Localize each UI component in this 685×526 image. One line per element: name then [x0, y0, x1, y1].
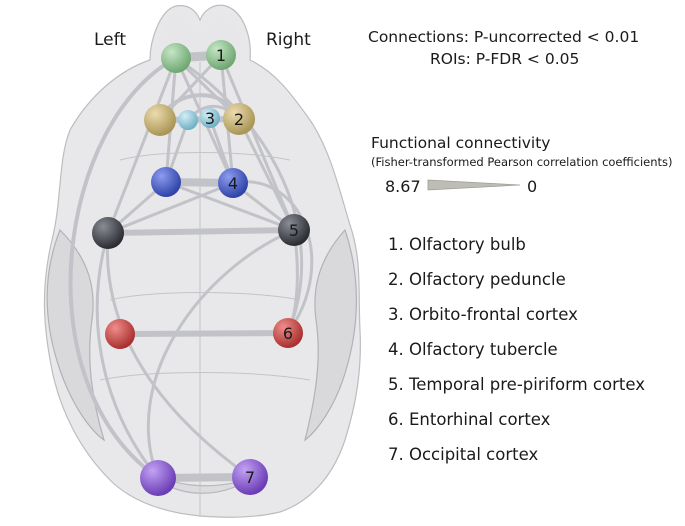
edge-1L-6R	[174, 56, 304, 335]
node-numbers: 1 2 3 4 5 6 7	[205, 46, 299, 487]
edge-4R-5L	[106, 181, 235, 235]
node-olfactory-tubercle-right	[218, 168, 248, 198]
legend-item-orbito-frontal-cortex: 3. Orbito-frontal cortex	[388, 305, 578, 324]
edge-5L-5R	[105, 227, 297, 236]
edge-1L-5L	[106, 56, 178, 235]
node-olfactory-bulb-left	[161, 43, 191, 73]
node-olfactory-bulb-right	[206, 40, 236, 70]
node-number-4: 4	[228, 174, 238, 193]
node-number-5: 5	[289, 221, 299, 240]
edge-1R-5R	[219, 53, 296, 232]
legend-item-entorhinal-cortex: 6. Entorhinal cortex	[388, 410, 551, 429]
node-number-2: 2	[234, 110, 244, 129]
edge-6L-6R	[117, 330, 291, 337]
edge-5L-7R	[105, 231, 252, 479]
node-olfactory-tubercle-left	[151, 167, 181, 197]
nodes	[92, 40, 310, 496]
node-orbito-frontal-right	[200, 108, 220, 128]
node-entorhinal-left	[105, 319, 135, 349]
colorbar-wedge	[427, 179, 521, 191]
connections-threshold: Connections: P-uncorrected < 0.01	[368, 28, 640, 46]
colorbar-title: Functional connectivity	[371, 134, 551, 152]
node-number-7: 7	[245, 468, 255, 487]
right-label: Right	[266, 30, 311, 50]
legend-item-olfactory-tubercle: 4. Olfactory tubercle	[388, 340, 558, 359]
node-olfactory-peduncle-left	[144, 104, 176, 136]
colorbar-max-label: 8.67	[385, 177, 421, 196]
legend-item-olfactory-bulb: 1. Olfactory bulb	[388, 235, 526, 254]
node-orbito-frontal-left	[178, 110, 198, 130]
colorbar-subtitle: (Fisher-transformed Pearson correlation …	[371, 155, 673, 169]
node-temporal-pre-piriform-right	[278, 214, 310, 246]
node-olfactory-peduncle-right	[223, 103, 255, 135]
rois-threshold: ROIs: P-FDR < 0.05	[430, 50, 580, 68]
legend-item-olfactory-peduncle: 2. Olfactory peduncle	[388, 270, 566, 289]
edge-1L-7L	[68, 56, 178, 480]
edge-4L-5R	[164, 180, 296, 232]
node-number-6: 6	[283, 324, 293, 343]
node-occipital-left	[140, 460, 176, 496]
left-label: Left	[94, 30, 126, 50]
node-occipital-right	[232, 459, 268, 495]
legend-item-temporal-pre-piriform-cortex: 5. Temporal pre-piriform cortex	[388, 375, 645, 394]
edge-2R-5R	[237, 117, 296, 232]
node-number-3: 3	[205, 109, 215, 128]
edge-5L-7L	[95, 231, 160, 480]
edge-5R-7L	[146, 228, 296, 480]
node-number-1: 1	[216, 46, 226, 65]
legend-item-occipital-cortex: 7. Occipital cortex	[388, 445, 539, 464]
colorbar-min-label: 0	[527, 177, 538, 196]
node-entorhinal-right	[273, 318, 303, 348]
node-temporal-pre-piriform-left	[92, 217, 124, 249]
